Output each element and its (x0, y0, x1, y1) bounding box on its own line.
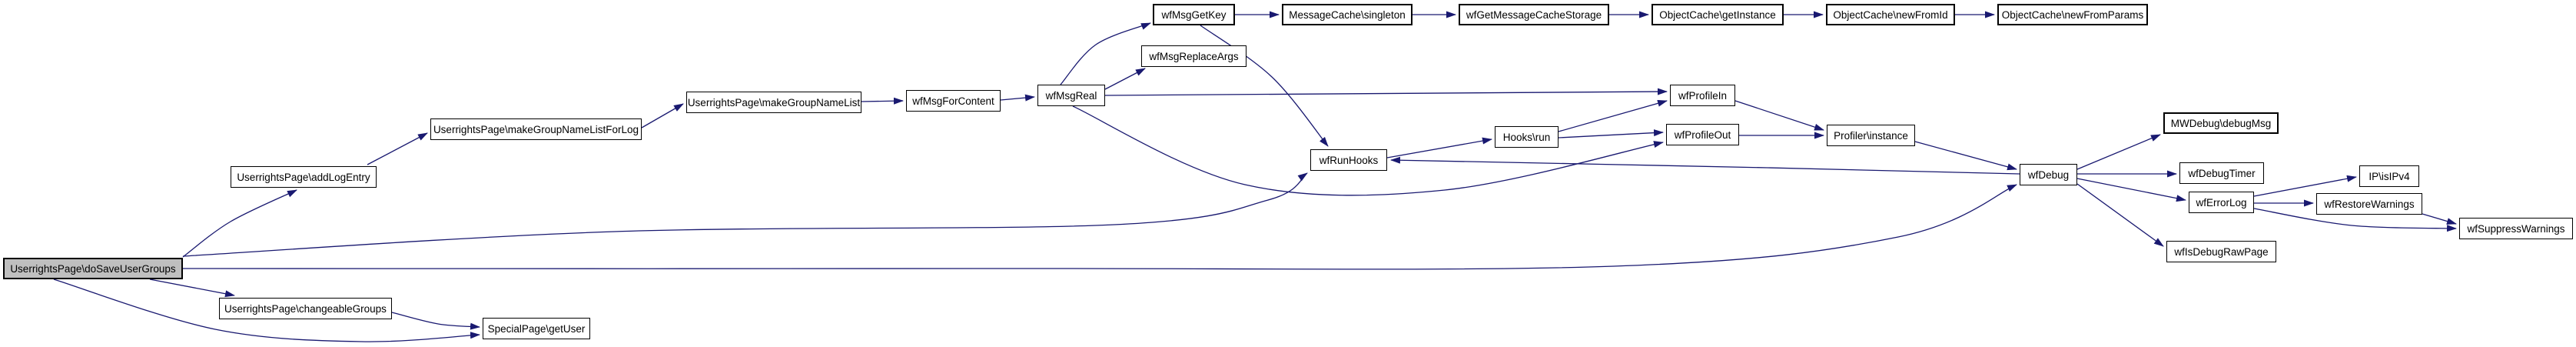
edge-msgReal-to-replaceArgs (1104, 68, 1146, 90)
edge-doSave-to-changeable (149, 279, 235, 298)
edge-hooksRun-to-profileIn (1558, 99, 1668, 132)
edge-msgReal-to-profileOut (1072, 105, 1664, 196)
node-restoreWarnings[interactable]: wfRestoreWarnings (2316, 193, 2422, 215)
node-getUser[interactable]: SpecialPage\getUser (483, 318, 590, 339)
edge-wfDebug-to-isDebugRawPage (2076, 183, 2164, 247)
node-wfDebug[interactable]: wfDebug (2020, 164, 2077, 185)
node-hooksRun[interactable]: Hooks\run (1495, 126, 1559, 148)
node-replaceArgs[interactable]: wfMsgReplaceArgs (1141, 45, 1247, 67)
edge-doSave-to-runHooks (182, 172, 1308, 257)
node-isIPv4[interactable]: IP\isIPv4 (2359, 165, 2419, 187)
node-makeListForLog[interactable]: UserrightsPage\makeGroupNameListForLog (430, 118, 642, 140)
edge-doSave-to-addLog (182, 189, 297, 258)
node-forContent[interactable]: wfMsgForContent (906, 90, 1001, 112)
node-suppressWarnings[interactable]: wfSuppressWarnings (2459, 218, 2573, 239)
node-ocNewFromParams[interactable]: ObjectCache\newFromParams (1997, 4, 2148, 25)
node-debugTimer[interactable]: wfDebugTimer (2179, 162, 2264, 184)
edge-profiler-to-wfDebug (1914, 141, 2017, 171)
node-errorLog[interactable]: wfErrorLog (2189, 192, 2254, 213)
edge-makeListForLog-to-makeList (641, 103, 684, 128)
edge-makeList-to-forContent (861, 97, 904, 105)
node-makeList[interactable]: UserrightsPage\makeGroupNameList (686, 92, 861, 113)
node-getStorage[interactable]: wfGetMessageCacheStorage (1459, 4, 1609, 25)
edge-hooksRun-to-profileOut (1558, 129, 1664, 138)
node-isDebugRawPage[interactable]: wfIsDebugRawPage (2166, 241, 2276, 262)
edge-addLog-to-makeListForLog (367, 132, 428, 165)
edge-wfDebug-to-errorLog (2076, 178, 2186, 202)
edge-profileIn-to-profiler (1734, 100, 1824, 131)
edge-errorLog-to-suppressWarnings (2253, 208, 2457, 232)
node-doSave[interactable]: UserrightsPage\doSaveUserGroups (3, 258, 183, 279)
edge-errorLog-to-isIPv4 (2253, 175, 2357, 197)
node-profileOut[interactable]: wfProfileOut (1666, 124, 1739, 145)
node-profiler[interactable]: Profiler\instance (1827, 125, 1915, 146)
node-ocNewFromId[interactable]: ObjectCache\newFromId (1826, 4, 1955, 25)
node-mwDebugMsg[interactable]: MWDebug\debugMsg (2163, 112, 2279, 134)
edge-msgReal-to-getKey (1060, 22, 1151, 85)
edge-restoreWarnings-to-suppressWarnings (2422, 213, 2457, 225)
edge-doSave-to-getUser (53, 279, 480, 342)
edge-changeable-to-getUser (391, 312, 480, 330)
node-changeable[interactable]: UserrightsPage\changeableGroups (219, 298, 392, 319)
node-addLog[interactable]: UserrightsPage\addLogEntry (231, 166, 377, 188)
node-msgReal[interactable]: wfMsgReal (1037, 85, 1105, 106)
edge-forContent-to-msgReal (1000, 94, 1035, 102)
edge-msgReal-to-profileIn (1104, 88, 1668, 96)
node-getKey[interactable]: wfMsgGetKey (1153, 4, 1235, 25)
edge-wfDebug-to-runHooks (1390, 156, 2020, 175)
node-ocGetInstance[interactable]: ObjectCache\getInstance (1651, 4, 1784, 25)
edge-runHooks-to-hooksRun (1386, 137, 1492, 158)
node-mcSingleton[interactable]: MessageCache\singleton (1282, 4, 1412, 25)
node-profileIn[interactable]: wfProfileIn (1670, 85, 1735, 106)
edge-doSave-to-wfDebug (182, 184, 2017, 270)
edge-getKey-to-runHooks (1200, 25, 1329, 147)
node-runHooks[interactable]: wfRunHooks (1310, 149, 1387, 171)
edge-wfDebug-to-mwDebugMsg (2076, 134, 2161, 170)
